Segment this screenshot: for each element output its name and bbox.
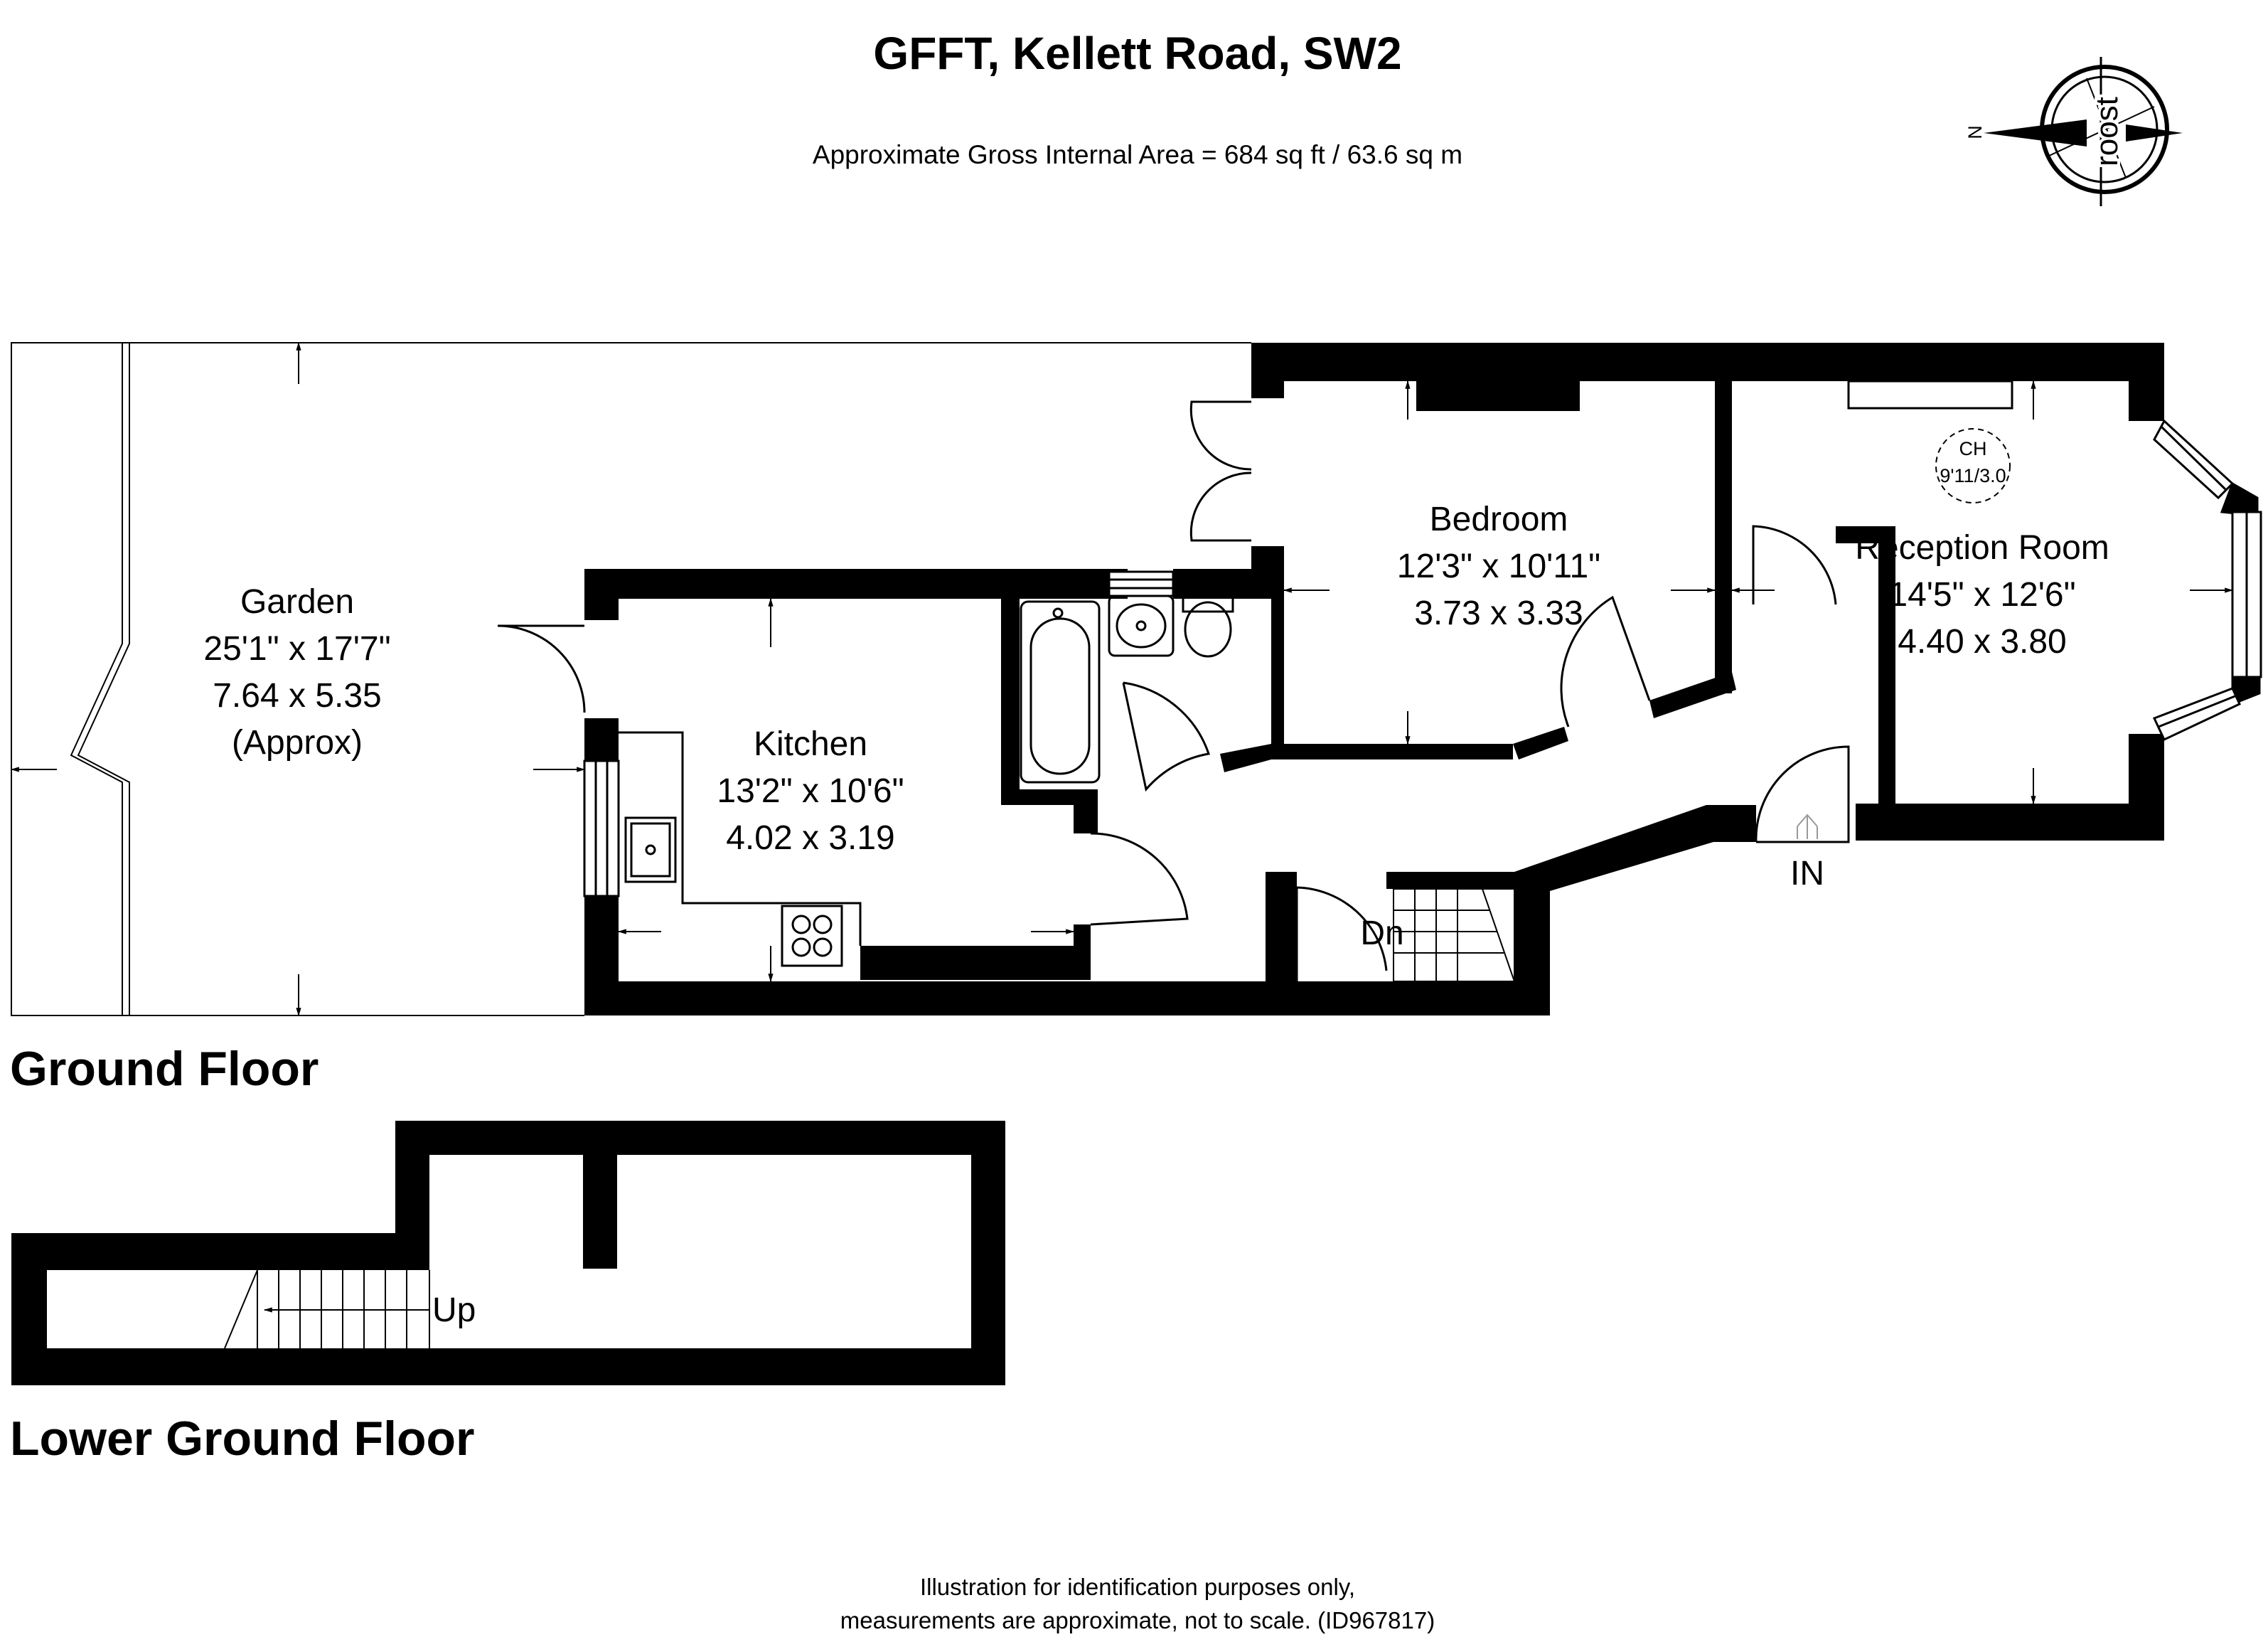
bedroom-metric: 3.73 x 3.33 bbox=[1414, 595, 1583, 632]
garden-note: (Approx) bbox=[232, 724, 363, 762]
room-reception: Reception Room 14'5" x 12'6" 4.40 x 3.80 bbox=[1855, 529, 2109, 661]
walls-ground-floor bbox=[584, 343, 2164, 1015]
bathtub bbox=[1020, 600, 1101, 784]
disclaimer-line-2: measurements are approximate, not to sca… bbox=[840, 1607, 1435, 1633]
compass-needle-icon bbox=[1984, 119, 2087, 146]
hob bbox=[781, 905, 843, 967]
room-bedroom: Bedroom 12'3" x 10'11" 3.73 x 3.33 bbox=[1397, 501, 1600, 632]
bathroom-fixtures bbox=[1020, 595, 1234, 784]
sink bbox=[624, 816, 677, 883]
french-door-top bbox=[1189, 400, 1252, 471]
stairs-down-label: Dn bbox=[1360, 915, 1403, 952]
bedroom-door bbox=[1560, 595, 1651, 727]
plan-title: GFFT, Kellett Road, SW2 bbox=[873, 28, 1401, 79]
garden-area bbox=[11, 342, 1251, 1016]
reception-imperial: 14'5" x 12'6" bbox=[1888, 576, 2075, 614]
doors bbox=[497, 400, 1850, 981]
windows bbox=[583, 570, 1175, 897]
area-summary: Approximate Gross Internal Area = 684 sq… bbox=[813, 140, 1462, 169]
entrance-label: IN bbox=[1790, 855, 1824, 892]
stairs-up-label: Up bbox=[432, 1291, 476, 1329]
entrance-arrow-icon bbox=[1797, 814, 1818, 839]
stairs-down bbox=[1393, 888, 1515, 982]
room-kitchen: Kitchen 13'2" x 10'6" 4.02 x 3.19 bbox=[717, 725, 904, 857]
garden-metric: 7.64 x 5.35 bbox=[213, 677, 382, 715]
french-door-bottom bbox=[1189, 471, 1252, 542]
garden-imperial: 25'1" x 17'7" bbox=[203, 630, 390, 668]
basin bbox=[1108, 595, 1175, 657]
compass-north-label: N bbox=[1964, 125, 1986, 139]
garden-back-door bbox=[497, 624, 586, 713]
fireplace-reception bbox=[1847, 380, 2013, 410]
disclaimer-line-1: Illustration for identification purposes… bbox=[920, 1574, 1355, 1600]
stairs-up bbox=[224, 1269, 430, 1349]
walls-lower-ground-floor bbox=[11, 1121, 1005, 1385]
toilet-bowl bbox=[1184, 601, 1232, 658]
bedroom-imperial: 12'3" x 10'11" bbox=[1397, 548, 1600, 585]
ground-floor-label: Ground Floor bbox=[10, 1042, 319, 1096]
bay-window bbox=[2152, 419, 2262, 741]
room-garden: Garden 25'1" x 17'7" 7.64 x 5.35 (Approx… bbox=[203, 583, 390, 762]
compass-logo: N roost bbox=[1964, 57, 2183, 206]
kitchen-door bbox=[1090, 832, 1189, 926]
bedroom-name: Bedroom bbox=[1430, 501, 1568, 538]
lower-ground-floor-label: Lower Ground Floor bbox=[10, 1412, 475, 1466]
reception-metric: 4.40 x 3.80 bbox=[1898, 623, 2067, 661]
reception-name: Reception Room bbox=[1855, 529, 2109, 567]
ceiling-height-marker: CH 9'11/3.0 bbox=[1935, 428, 2011, 503]
front-door bbox=[1755, 745, 1850, 843]
toilet-cistern bbox=[1182, 595, 1234, 613]
ceiling-height-label: CH bbox=[1959, 438, 1987, 459]
dimension-arrows bbox=[10, 341, 2234, 1017]
ceiling-height-value: 9'11/3.0 bbox=[1940, 465, 2006, 486]
kitchen-fixtures bbox=[619, 731, 862, 967]
kitchen-metric: 4.02 x 3.19 bbox=[726, 819, 895, 857]
kitchen-imperial: 13'2" x 10'6" bbox=[717, 772, 904, 810]
kitchen-name: Kitchen bbox=[754, 725, 867, 763]
bathroom-door bbox=[1122, 681, 1210, 792]
stair-door bbox=[1295, 886, 1388, 981]
brand-logo: roost bbox=[2090, 97, 2124, 166]
reception-door bbox=[1752, 525, 1837, 605]
garden-name: Garden bbox=[240, 583, 354, 621]
